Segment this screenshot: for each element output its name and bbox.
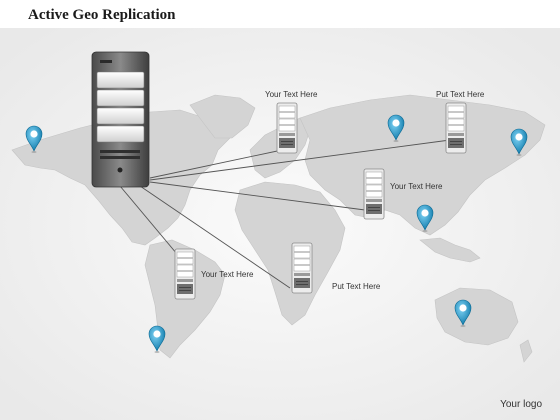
replication-links	[119, 139, 451, 289]
primary-server-tower-icon	[91, 51, 150, 188]
label-asia-top-replica: Put Text Here	[436, 90, 485, 99]
link-south-america-replica	[119, 185, 183, 261]
replica-server-icon-asia-top	[445, 102, 467, 154]
australia-shape	[434, 287, 519, 346]
replica-server-icon-south-america	[174, 248, 196, 300]
new-zealand-shape	[519, 339, 533, 363]
link-asia-top-replica	[149, 139, 451, 181]
greenland-shape	[189, 94, 256, 139]
label-south-america-replica: Your Text Here	[201, 270, 254, 279]
replica-server-icon-asia-mid	[363, 168, 385, 220]
replica-server-icon-africa	[291, 242, 313, 294]
slide-title: Active Geo Replication	[28, 7, 176, 23]
africa-shape	[234, 181, 346, 326]
replica-server-icon-na	[276, 102, 298, 154]
link-asia-mid-replica	[149, 181, 366, 211]
logo-placeholder: Your logo	[500, 399, 542, 410]
world-map	[11, 94, 546, 363]
southeast-asia-shape	[419, 237, 481, 263]
label-africa-replica: Put Text Here	[332, 282, 381, 291]
asia-shape	[299, 94, 546, 236]
link-africa-replica	[139, 185, 291, 289]
label-na-replica: Your Text Here	[265, 90, 318, 99]
link-na-replica	[149, 149, 283, 179]
label-asia-mid-replica: Your Text Here	[390, 182, 443, 191]
